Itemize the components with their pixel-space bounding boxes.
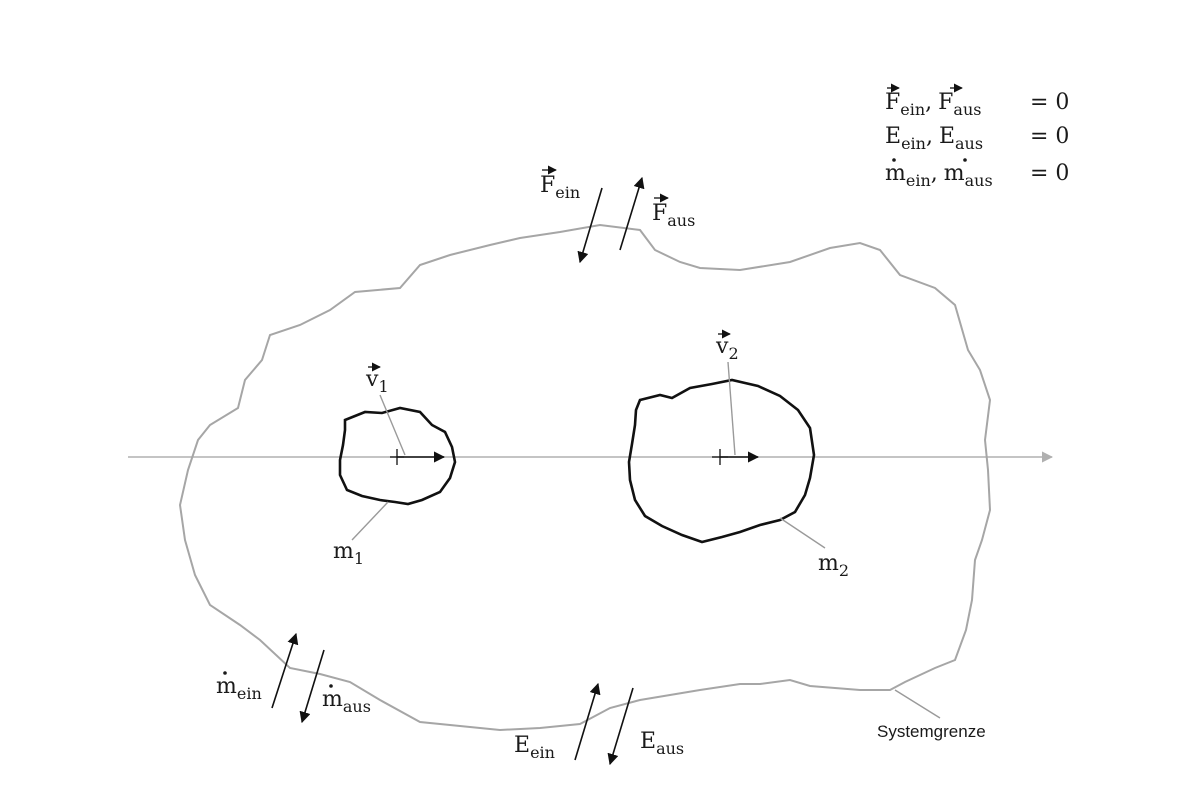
svg-text:Faus: Faus <box>652 201 695 230</box>
mass-flow-in-label: mein <box>216 671 262 703</box>
force-out-arrow <box>619 176 645 251</box>
svg-text:v2: v2 <box>715 334 739 363</box>
force-in-arrow <box>577 187 603 264</box>
svg-text:Fein,Faus: Fein,Faus <box>885 90 981 119</box>
condition-energy: Eein,Eaus = 0 <box>885 124 1069 153</box>
mass-1-leader <box>351 501 389 541</box>
svg-text:v1: v1 <box>365 367 389 396</box>
energy-out-label: Eaus <box>640 729 684 758</box>
velocity-2-label: v2 <box>715 329 739 363</box>
svg-text:= 0: = 0 <box>1030 90 1069 115</box>
svg-text:mein: mein <box>216 674 262 703</box>
velocity-2-leader <box>727 361 736 456</box>
conservation-conditions: Fein,Faus = 0 Eein,Eaus = 0 mein,maus = … <box>885 83 1069 190</box>
system-boundary-leader <box>894 689 941 719</box>
force-out-label: Faus <box>652 193 695 230</box>
mass-1-outline <box>338 406 457 506</box>
mass-1-label: m1 <box>333 539 364 568</box>
mass-2-leader <box>779 517 826 549</box>
energy-in-arrow <box>574 682 601 761</box>
system-boundary-label: Systemgrenze <box>877 722 986 741</box>
velocity-1-label: v1 <box>365 362 389 396</box>
velocity-1-leader <box>379 394 406 456</box>
mass-flow-out-label: maus <box>322 684 371 716</box>
mass-2-label: m2 <box>818 551 849 580</box>
mass-flow-in-arrow <box>271 632 299 709</box>
condition-mass-flow: mein,maus = 0 <box>885 158 1069 190</box>
svg-text:Eein,Eaus: Eein,Eaus <box>885 124 983 153</box>
energy-out-arrow <box>607 687 634 766</box>
energy-in-label: Eein <box>514 733 555 762</box>
mass-2-outline <box>627 378 816 544</box>
force-in-label: Fein <box>540 165 580 202</box>
svg-text:= 0: = 0 <box>1030 124 1069 149</box>
mass-flow-out-arrow <box>299 649 325 724</box>
svg-text:mein,maus: mein,maus <box>885 161 993 190</box>
condition-force: Fein,Faus = 0 <box>885 83 1069 119</box>
svg-text:= 0: = 0 <box>1030 161 1069 186</box>
svg-text:maus: maus <box>322 687 371 716</box>
svg-text:Fein: Fein <box>540 173 580 202</box>
system-boundary <box>178 223 992 732</box>
